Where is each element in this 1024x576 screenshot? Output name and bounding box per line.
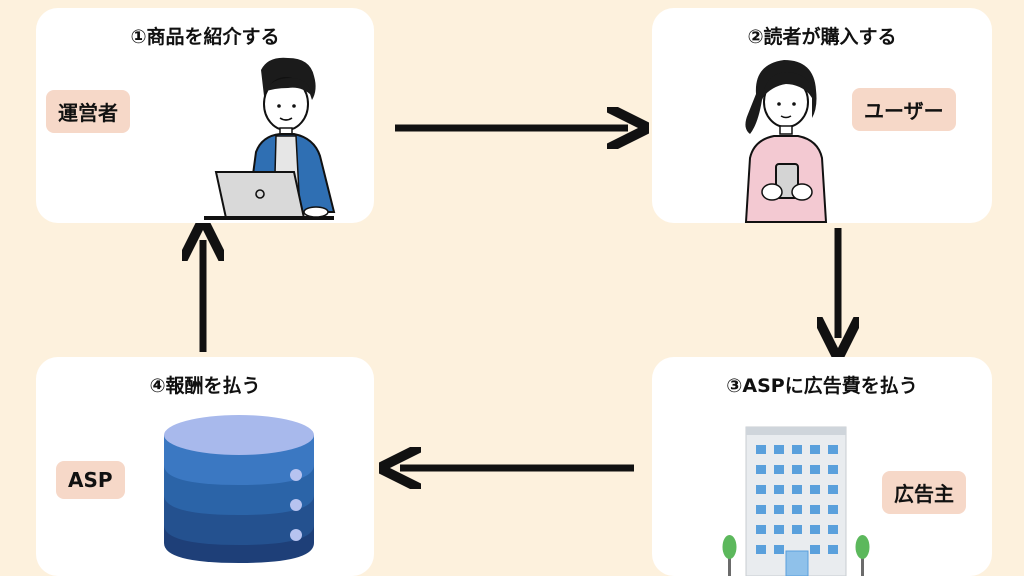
office-building-icon (722, 426, 870, 576)
operator-person-laptop-icon (204, 57, 336, 220)
database-server-icon (164, 415, 314, 563)
step-card-asp: ④報酬を払う ASP (36, 357, 374, 576)
step-title: ②読者が購入する (747, 26, 897, 48)
step-title: ③ASPに広告費を払う (726, 375, 918, 397)
user-woman-phone-icon (744, 60, 828, 223)
role-badge-user: ユーザー (852, 88, 956, 131)
step-card-operator: ①商品を紹介する 運営者 (36, 8, 374, 223)
step-title: ①商品を紹介する (130, 26, 280, 48)
step-card-user: ②読者が購入する ユーザー (652, 8, 992, 223)
step-card-advertiser: ③ASPに広告費を払う 広告主 (652, 357, 992, 576)
step-title: ④報酬を払う (149, 375, 261, 397)
role-badge-advertiser: 広告主 (882, 471, 966, 514)
role-badge-asp: ASP (56, 461, 125, 499)
role-badge-operator: 運営者 (46, 90, 130, 133)
